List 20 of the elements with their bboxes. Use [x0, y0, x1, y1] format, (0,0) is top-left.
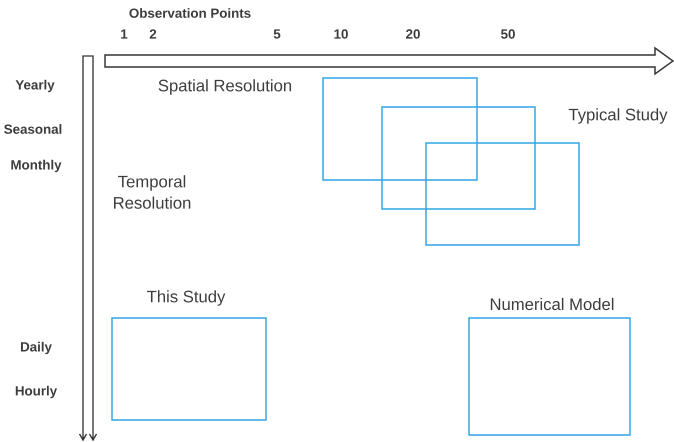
- tick-label: 20: [406, 29, 420, 39]
- study-box: [381, 106, 536, 210]
- axis-label: Yearly: [16, 80, 55, 92]
- group-label: Typical Study: [568, 108, 668, 124]
- tick-label: 50: [501, 29, 515, 39]
- tick-label: 5: [274, 29, 280, 39]
- axis-title: Observation Points: [129, 8, 251, 18]
- study-box: [425, 142, 580, 246]
- axis-label: Monthly: [11, 160, 62, 172]
- tick-label: 1: [121, 29, 128, 39]
- tick-label: 10: [334, 29, 348, 39]
- box-heading: Numerical Model: [490, 298, 614, 310]
- axis-title: Spatial Resolution: [158, 79, 292, 95]
- axis-title: Temporal Resolution: [114, 175, 190, 209]
- study-box: [322, 77, 478, 181]
- tick-label: 2: [150, 29, 156, 39]
- box-heading: This Study: [147, 290, 226, 306]
- axis-label: Daily: [20, 342, 52, 354]
- axis-label: Seasonal: [4, 124, 62, 134]
- axis-label: Hourly: [16, 386, 58, 398]
